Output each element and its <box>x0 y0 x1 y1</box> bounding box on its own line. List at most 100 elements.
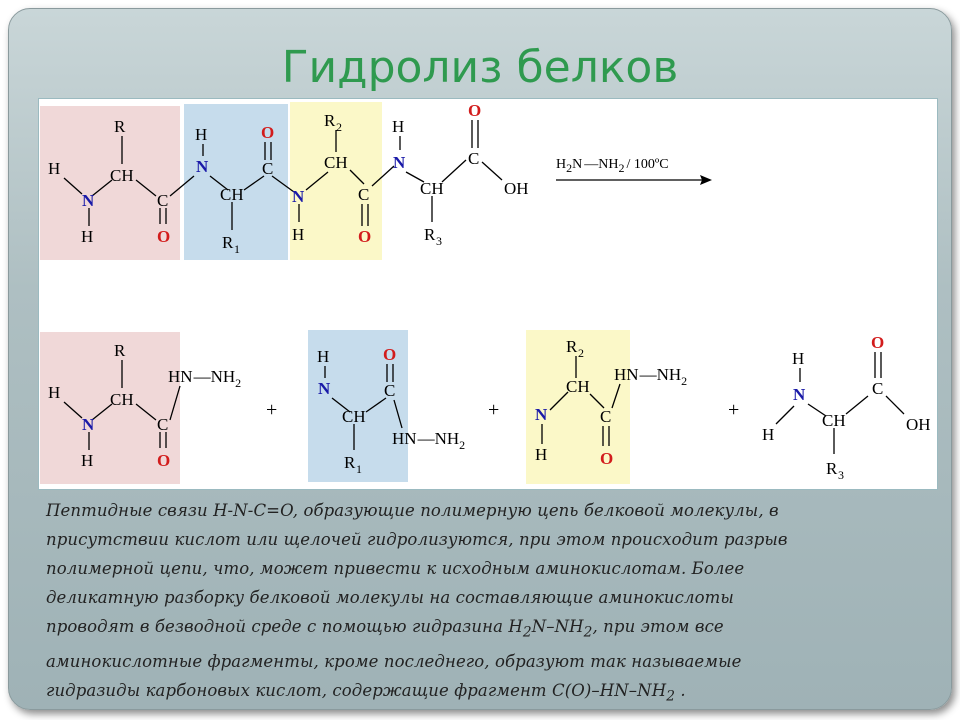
bond <box>349 169 365 185</box>
atom-label: O <box>600 449 613 468</box>
atom-label: H <box>48 383 60 402</box>
atom-label: 2 <box>336 120 342 134</box>
atom-label: OH <box>906 415 931 434</box>
atom-label: 2 <box>578 346 584 360</box>
atom-label: H <box>392 117 404 136</box>
atom-label: O <box>261 123 274 142</box>
atom-label: CH <box>342 407 366 426</box>
hydrazide-group: HN—NH2 <box>168 367 241 390</box>
atom-label: CH <box>110 390 134 409</box>
atom-label: N <box>292 187 305 206</box>
atom-label: CH <box>822 411 846 430</box>
atom-label: R <box>324 111 336 130</box>
atom-label: O <box>871 333 884 352</box>
atom-label: C <box>157 415 168 434</box>
bond <box>63 177 83 195</box>
description-line: полимерной цепи, что, может привести к и… <box>46 559 745 578</box>
bond <box>371 165 395 187</box>
atom-label: CH <box>324 153 348 172</box>
bond <box>209 175 229 191</box>
atom-label: CH <box>110 166 134 185</box>
atom-label: 3 <box>838 468 844 482</box>
atom-label: H <box>81 227 93 246</box>
bond <box>481 161 503 181</box>
atom-label: N <box>793 385 806 404</box>
product-2-highlight <box>308 330 408 482</box>
atom-label: H <box>81 451 93 470</box>
bond <box>874 352 882 378</box>
bond <box>589 393 605 409</box>
bond <box>361 204 369 226</box>
bond <box>135 403 157 421</box>
hydrazide-group: HN—NH2 <box>614 365 687 388</box>
bond <box>264 142 272 160</box>
reaction-panel <box>38 98 938 490</box>
reaction-arrow-head <box>700 175 712 185</box>
bond <box>135 179 157 197</box>
atom-label: N <box>535 405 548 424</box>
atom-label: 1 <box>234 242 240 256</box>
plus-sign: + <box>266 399 277 421</box>
atom-label: 3 <box>436 234 442 248</box>
atom-label: H <box>792 349 804 368</box>
atom-label: O <box>157 227 170 246</box>
atom-label: N <box>393 153 406 172</box>
atom-label: N <box>318 379 331 398</box>
bond <box>169 385 181 421</box>
description-line: аминокислотные фрагменты, кроме последне… <box>46 652 742 672</box>
bond <box>365 397 387 413</box>
atom-label: H <box>195 125 207 144</box>
atom-label: O <box>383 345 396 364</box>
description-line: деликатную разборку белковой молекулы на… <box>46 588 734 607</box>
bond <box>602 426 610 446</box>
bond <box>405 171 425 183</box>
bond <box>549 391 569 411</box>
reaction-condition: H2N—NH2/ 100ºC <box>556 157 669 175</box>
description-line: проводят в безводной среде с помощью гид… <box>46 617 724 641</box>
bond <box>845 395 869 415</box>
atom-label: C <box>468 149 479 168</box>
description-text: Пептидные связи H-N-C=O, образующие поли… <box>46 496 926 712</box>
atom-label: H <box>535 445 547 464</box>
product-1-highlight <box>40 332 180 484</box>
bond <box>91 179 113 197</box>
bond <box>63 401 83 419</box>
atom-label: C <box>872 379 883 398</box>
bond <box>159 208 167 224</box>
atom-label: R <box>114 341 126 360</box>
atom-label: C <box>157 191 168 210</box>
atom-label: O <box>468 101 481 120</box>
atom-label: R <box>424 225 436 244</box>
atom-label: C <box>262 159 273 178</box>
bond <box>471 120 479 148</box>
bond <box>885 395 905 415</box>
atom-label: OH <box>504 179 529 198</box>
residue-1-highlight <box>40 106 180 260</box>
atom-label: O <box>358 227 371 246</box>
atom-label: R <box>222 233 234 252</box>
bond <box>169 175 195 197</box>
bond <box>305 171 329 191</box>
atom-label: CH <box>566 377 590 396</box>
atom-label: H <box>292 225 304 244</box>
description-line: гидразиды карбоновых кислот, содержащие … <box>46 681 686 705</box>
bond <box>271 175 295 193</box>
plus-sign: + <box>728 399 739 421</box>
atom-label: C <box>358 185 369 204</box>
atom-label: CH <box>420 179 444 198</box>
bond <box>611 383 621 409</box>
atom-label: N <box>82 191 95 210</box>
bond <box>91 403 113 421</box>
atom-label: C <box>384 381 395 400</box>
atom-label: N <box>82 415 95 434</box>
residue-2-highlight <box>184 104 288 260</box>
atom-label: N <box>196 157 209 176</box>
description-line: Пептидные связи H-N-C=O, образующие поли… <box>46 501 779 520</box>
atom-label: C <box>600 407 611 426</box>
bond <box>393 399 403 429</box>
residue-3-highlight <box>290 102 382 260</box>
atom-label: R <box>114 117 126 136</box>
bond <box>331 397 351 413</box>
bond <box>243 175 265 191</box>
